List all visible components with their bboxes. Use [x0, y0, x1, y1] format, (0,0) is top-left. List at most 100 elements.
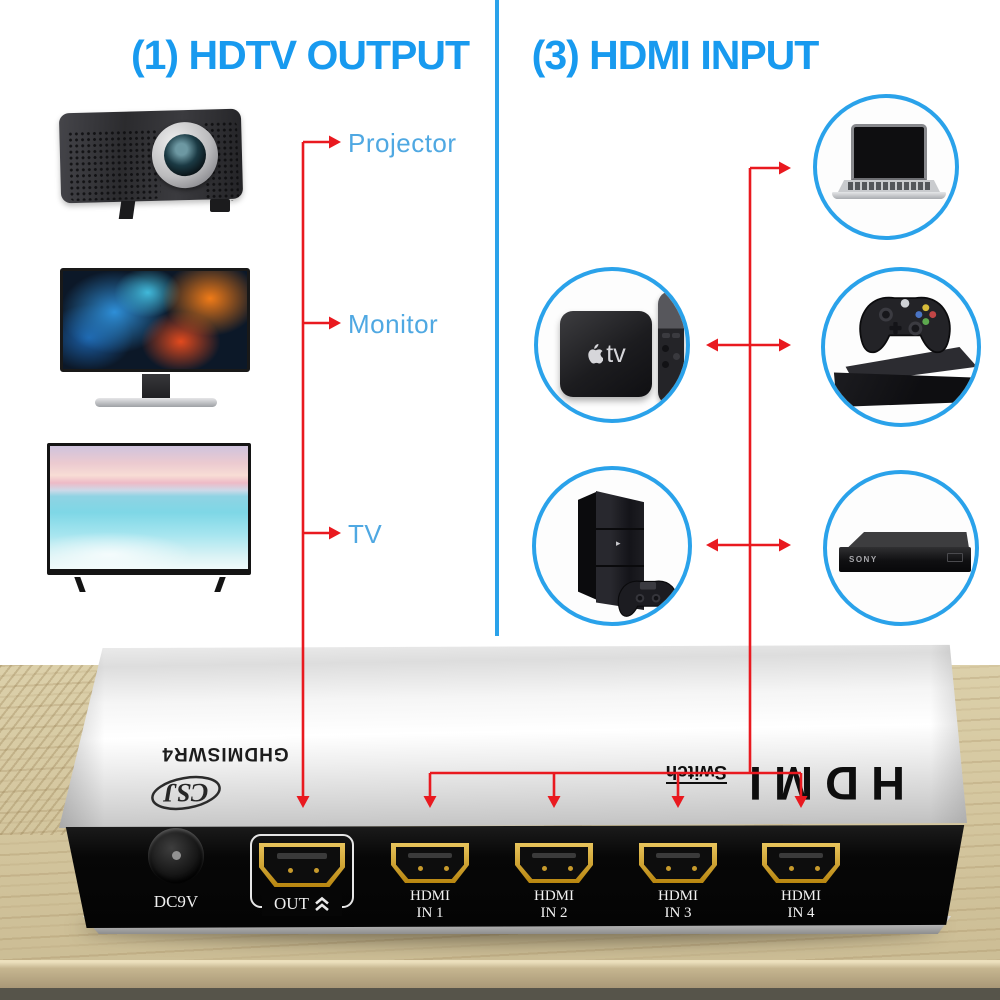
hdmi-port-pins [665, 865, 671, 871]
hdmi-in2-label: HDMI IN 2 [515, 888, 593, 922]
monitor-image [60, 268, 252, 408]
projector-body [58, 108, 244, 204]
desk-front-edge [0, 960, 1000, 988]
laptop-keyboard [838, 180, 940, 192]
hdmi-port-inner [767, 847, 835, 879]
projector-image [58, 103, 248, 228]
output-section-title: (1) HDTV OUTPUT [130, 32, 470, 78]
bluray-arrowhead [779, 538, 791, 552]
hdmi-in4-label: HDMI IN 4 [762, 888, 840, 922]
projector-arrowhead [329, 135, 341, 149]
laptop-base [832, 192, 946, 199]
laptop-arrowhead [779, 161, 791, 175]
apple-tv-text: tv [606, 339, 626, 368]
remote-button [662, 361, 669, 368]
xbox-arrowhead [779, 338, 791, 352]
dc-power-jack [148, 828, 204, 884]
dc-power-label: DC9V [153, 892, 199, 911]
monitor-label: Monitor [348, 309, 439, 339]
monitor-arrowhead [329, 316, 341, 330]
hdmi-in3-port [639, 843, 717, 883]
hdmi-in2-label-line1: HDMI [534, 888, 574, 904]
out-label-text: OUT [274, 894, 309, 913]
laptop-keys [848, 182, 930, 190]
tv-screen [47, 443, 251, 575]
section-divider-line [495, 0, 499, 636]
hdmi-port-pins [288, 867, 294, 873]
hdmi-port-inner [520, 847, 588, 879]
svg-text:CSJ: CSJ [163, 778, 209, 807]
hdmi-in4-label-line2: IN 4 [787, 905, 815, 921]
blu-ray-circle: SONY [823, 470, 979, 626]
desk-bottom-shadow [0, 988, 1000, 1000]
hdmi-in1-label-line2: IN 1 [416, 905, 444, 921]
hdmi-in3-label-line1: HDMI [658, 888, 698, 904]
hdmi-in1-label-line1: HDMI [410, 888, 450, 904]
remote-button [673, 353, 680, 360]
ps4-ridge [596, 528, 644, 531]
switch-housing-shading [59, 644, 967, 828]
hdmi-logo-main-text: HDMI [736, 757, 905, 810]
hdmi-port-slot [655, 852, 701, 858]
blu-ray-top [847, 532, 969, 548]
hdmi-in2-port [515, 843, 593, 883]
hdmi-port-slot [531, 852, 577, 858]
hdmi-in3-label-line2: IN 3 [664, 905, 692, 921]
apple-tv-remote [658, 291, 684, 405]
csj-brand-logo: CSJ [151, 775, 221, 811]
remote-button [662, 333, 670, 338]
tv-leg [214, 577, 226, 592]
hdmi-port-slot [778, 852, 824, 858]
apple-logo-icon [588, 344, 604, 364]
hdmi-in1-label: HDMI IN 1 [391, 888, 469, 922]
hdmi-port-pins [417, 865, 423, 871]
projector-foot [210, 199, 230, 212]
remote-button [662, 345, 669, 352]
ps4-ridge [596, 565, 644, 568]
ps4-power-glyph: ▸ [616, 538, 621, 548]
apple-tv-circle: tv [534, 267, 690, 423]
blu-ray-usb-detail [947, 553, 963, 562]
projector-grille [67, 128, 162, 202]
xbox-console-front [833, 372, 977, 407]
hdmi-in4-port [762, 843, 840, 883]
hdmi-port-slot [407, 852, 453, 858]
hdmi-in1-port [391, 843, 469, 883]
laptop-screen [851, 124, 927, 180]
tv-leg [74, 577, 86, 592]
hdmi-port-inner [264, 847, 340, 883]
xbox-circle [821, 267, 981, 427]
xbox-controller [859, 296, 951, 354]
input-section-title: (3) HDMI INPUT [531, 32, 820, 78]
sony-logo-text: SONY [849, 555, 878, 564]
up-chevrons-icon [315, 896, 329, 911]
hdmi-switch-logo: HDMI Switch [545, 757, 905, 814]
hdmi-port-pins [541, 865, 547, 871]
monitor-screen [60, 268, 250, 372]
hdmi-in4-label-line1: HDMI [781, 888, 821, 904]
ps4-controller [617, 580, 679, 617]
monitor-stand-neck [142, 374, 170, 400]
monitor-stand-base [95, 398, 217, 407]
remote-button [672, 333, 680, 338]
ps4-arrowhead [706, 538, 718, 552]
hdmi-port-inner [644, 847, 712, 879]
hdmi-in3-label: HDMI IN 3 [639, 888, 717, 922]
blu-ray-front: SONY [839, 547, 971, 572]
tv-image [47, 443, 253, 595]
projector-label: Projector [348, 128, 457, 158]
hdmi-logo-sub-text: Switch [665, 760, 727, 784]
hdmi-port-inner [396, 847, 464, 879]
tv-label: TV [348, 519, 383, 549]
dc-power-pin [172, 851, 181, 860]
model-number-text: GHDMISWR4 [161, 743, 289, 764]
apple-tv-box: tv [560, 311, 652, 397]
appletv-arrowhead [706, 338, 718, 352]
hdmi-out-port [259, 843, 345, 887]
laptop-circle [813, 94, 959, 240]
switch-top-housing [59, 644, 967, 828]
ps4-console-side [578, 492, 596, 600]
out-port-label: OUT [262, 892, 342, 916]
ps4-circle: ▸ [532, 466, 692, 626]
